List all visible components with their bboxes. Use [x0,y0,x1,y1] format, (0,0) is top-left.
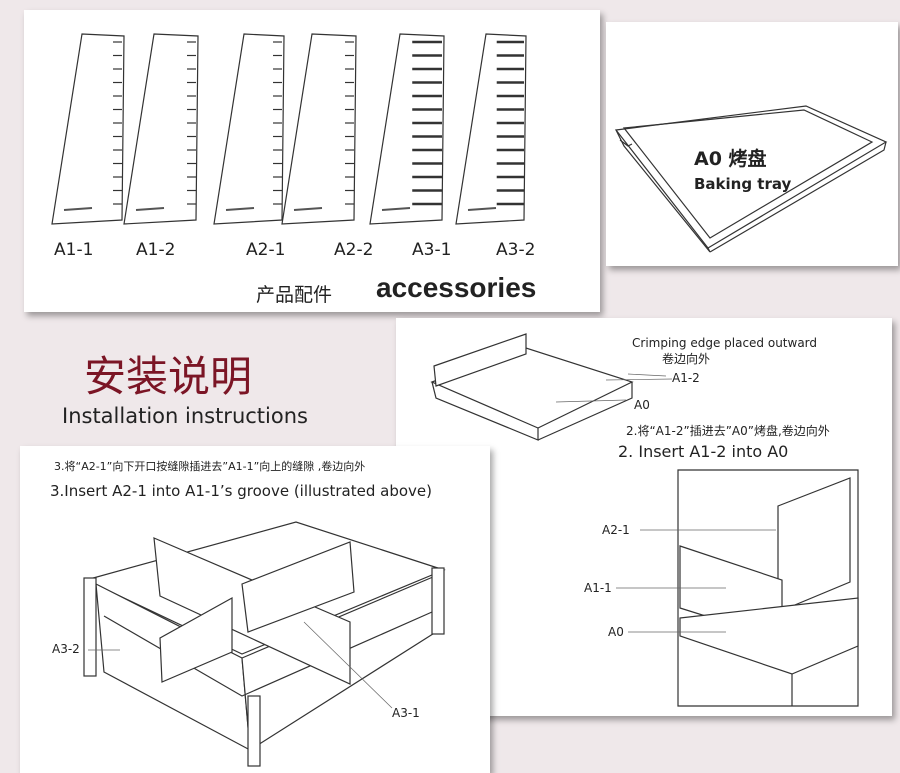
baking-tray-illustration [614,105,888,253]
step3-label-a3-1: A3-1 [392,706,420,720]
step2-label-a1-2: A1-2 [672,371,700,385]
part-label-a1-2: A1-2 [136,240,176,260]
panel-a3-1 [369,33,445,225]
panel-a1-1 [51,33,125,225]
step3-label-a3-2: A3-2 [52,642,80,656]
accessories-card: A1-1 A1-2 A2-1 A2-2 A3-1 A3-2 产品配件 acces… [24,10,600,312]
panel-a2-1 [213,33,285,225]
panel-a3-2-edge [467,207,497,211]
accessories-caption-cn: 产品配件 [256,284,333,306]
step2-illustration [430,333,859,707]
step3-instruction-cn: 3.将“A2-1”向下开口按缝隙插进去”A1-1”向上的缝隙 ,卷边向外 [54,460,366,473]
step2-detail-label-a2-1: A2-1 [602,523,630,537]
step2-note-cn: 卷边向外 [662,352,711,366]
panel-a3-2 [455,33,527,225]
part-label-a2-1: A2-1 [246,240,286,260]
panel-a2-1-edge [225,207,255,211]
step2-instruction-en: 2. Insert A1-2 into A0 [618,442,789,461]
panel-a1-1-edge [63,207,93,211]
step3-instruction-en: 3.Insert A2-1 into A1-1’s groove (illust… [50,482,432,500]
part-label-a3-2: A3-2 [496,240,536,260]
panel-a2-2 [281,33,357,225]
part-label-a3-1: A3-1 [412,240,452,260]
panel-a3-1-edge [381,207,411,211]
step2-instruction-cn: 2.将“A1-2”插进去”A0”烤盘,卷边向外 [626,424,830,438]
instructions-heading-cn: 安装说明 [84,352,253,401]
step3-illustration [83,521,446,767]
step2-note-en: Crimping edge placed outward [632,336,818,350]
step2-detail-label-a0: A0 [608,625,624,639]
panel-a1-2-edge [135,207,165,211]
panel-a2-2-edge [293,207,323,211]
panel-a1-2 [123,33,199,225]
part-label-a2-2: A2-2 [334,240,374,260]
tray-name-en: Baking tray [694,175,792,193]
accessories-caption-en: accessories [376,272,537,303]
step3-card: 3.将“A2-1”向下开口按缝隙插进去”A1-1”向上的缝隙 ,卷边向外 3.I… [20,446,490,773]
part-label-a1-1: A1-1 [54,240,94,260]
step2-detail-label-a1-1: A1-1 [584,581,612,595]
instructions-heading-en: Installation instructions [62,404,308,428]
step2-label-a0: A0 [634,398,650,412]
baking-tray-card: A0 烤盘 Baking tray [606,22,898,266]
accessory-parts-illustration [51,33,527,225]
tray-name-cn: A0 烤盘 [694,148,767,170]
